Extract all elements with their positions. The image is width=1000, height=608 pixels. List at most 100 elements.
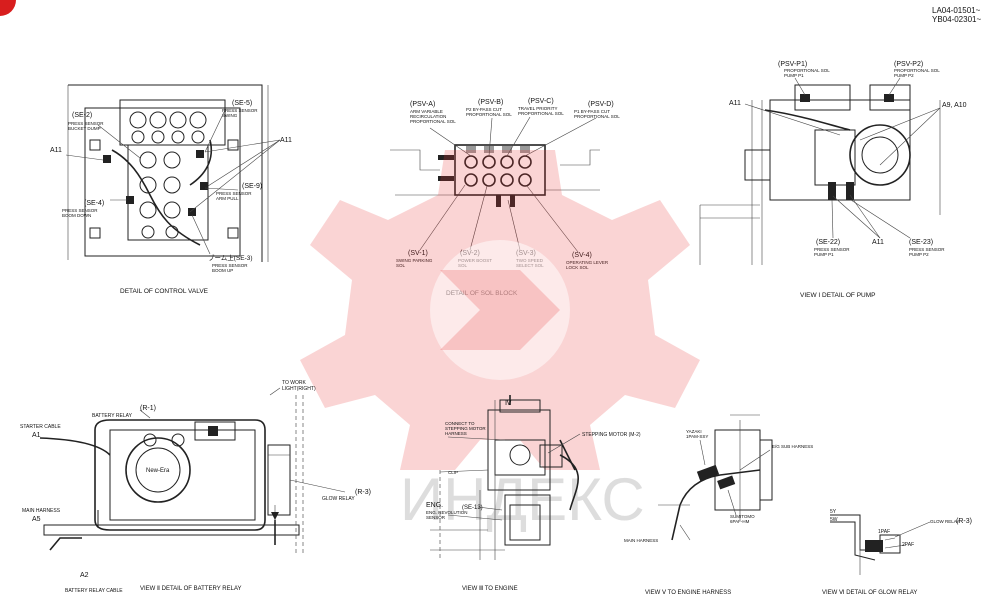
br-a1: A1 <box>32 432 41 439</box>
br-battery-relay: BATTERY RELAY <box>92 413 133 419</box>
pump-a9a10: A9, A10 <box>942 102 967 109</box>
pump-se22-desc2: PUMP P1 <box>814 252 834 257</box>
cv-se4-desc2: BOOM DOWN <box>62 213 91 218</box>
br-r1-label: (R-1) <box>140 405 156 412</box>
sol-psvc-desc1: TRAVEL PRIORITY <box>518 106 558 111</box>
sol-psvd-desc1: P1 BY-PASS CUT <box>574 109 610 114</box>
cv-se4-desc1: PRESS SENSOR <box>62 208 98 213</box>
eng-clip: CLIP <box>448 470 458 475</box>
eng-rev-sensor-1: ENG. REVOLUTION <box>426 510 468 515</box>
br-battery-relay-cable: BATTERY RELAY CABLE <box>65 588 123 594</box>
eng-se13-label: (SE-13) <box>462 505 483 511</box>
sol-psva-desc2: RECIRCULATION <box>410 114 446 119</box>
sol-sv4-desc2: LOCK SOL <box>566 265 589 270</box>
watermark-text: ИНДЕКС <box>400 466 645 533</box>
gr-glow-relay: GLOW RELAY <box>930 519 959 524</box>
sol-psva-label: (PSV-A) <box>410 101 435 108</box>
br-to-work-light-1: TO WORK <box>282 380 306 386</box>
eh-sumitomo-2: 6PAF-HM <box>730 519 750 524</box>
battery-relay-view: (R-1) BATTERY RELAY STARTER CABLE A1 MAI… <box>20 380 371 594</box>
pump-se23-desc1: PRESS SENSOR <box>909 247 945 252</box>
sol-psva-desc3: PROPORTIONAL SOL <box>410 119 456 124</box>
pump-psvp2-label: (PSV-P2) <box>894 61 923 68</box>
cv-se9-label: (SE-9) <box>242 183 262 190</box>
cv-se2-desc2: BUCKET DUMP <box>68 126 101 131</box>
sol-sv1-desc2: SOL <box>396 263 406 268</box>
glow-relay-view: (R-3) GLOW RELAY 5Y 5W 1PAF 2PAF VIEW Ⅵ … <box>822 509 972 596</box>
engine-harness-view: YAZAKI 1PAM-SSY E/G SUB HARNESS MAIN HAR… <box>624 414 813 596</box>
eng-caption: VIEW Ⅲ TO ENGINE <box>462 586 518 592</box>
sol-psvc-label: (PSV-C) <box>528 98 554 105</box>
eng-connect-3: HARNESS <box>445 431 467 436</box>
gr-2paf: 2PAF <box>902 542 914 548</box>
gr-caption: VIEW Ⅵ DETAIL OF GLOW RELAY <box>822 590 917 596</box>
cv-a11-left: A11 <box>50 147 62 154</box>
sol-sv1-label: (SV-1) <box>408 250 428 257</box>
br-glow-relay: GLOW RELAY <box>322 496 355 502</box>
gr-1paf: 1PAF <box>878 529 890 535</box>
eh-sumitomo-1: SUMITOMO <box>730 514 755 519</box>
doc-code-2: YB04-02301~ <box>932 15 981 24</box>
doc-code-1: LA04-01501~ <box>932 6 981 15</box>
br-a5: A5 <box>32 516 41 523</box>
pump-psvp1-label: (PSV-P1) <box>778 61 807 68</box>
eng-label-eng: ENG. <box>426 502 443 509</box>
cv-caption: DETAIL OF CONTROL VALVE <box>120 288 209 295</box>
eng-view-mark: Ⅳ <box>505 400 512 407</box>
watermark-gear-icon <box>300 150 700 470</box>
cv-se5-desc1: PRESS SENSOR <box>222 108 258 113</box>
br-main-harness: MAIN HARNESS <box>22 508 61 514</box>
eng-stepping-motor: STEPPING MOTOR (M-2) <box>582 432 641 438</box>
sol-psvc-desc2: PROPORTIONAL SOL <box>518 111 564 116</box>
pump-a11-top: A11 <box>729 100 741 107</box>
eng-rev-sensor-2: SENSOR <box>426 515 446 520</box>
gr-r3-label: (R-3) <box>956 518 972 525</box>
br-r3-label: (R-3) <box>355 489 371 496</box>
sol-psvd-desc2: PROPORTIONAL SOL <box>574 114 620 119</box>
sol-psvd-label: (PSV-D) <box>588 101 614 108</box>
br-starter-cable: STARTER CABLE <box>20 424 61 430</box>
gr-5y: 5Y <box>830 509 837 515</box>
sol-psva-desc1: ARM VARIABLE <box>410 109 443 114</box>
pump-psvp1-desc2: PUMP P1 <box>784 73 804 78</box>
sol-sv1-desc1: SWING PARKING <box>396 258 433 263</box>
gr-5w: 5W <box>830 517 838 523</box>
pump-psvp1-desc1: PROPORTIONAL SOL <box>784 68 830 73</box>
eh-caption: VIEW Ⅴ TO ENGINE HARNESS <box>645 590 731 596</box>
cv-se4-label: (SE-4) <box>84 200 104 207</box>
pump-a11-bottom: A11 <box>872 239 884 246</box>
cv-se3-label: ブーム上(SE-3) <box>208 253 253 262</box>
eh-yazaki-1: YAZAKI <box>686 429 702 434</box>
pump-psvp2-desc2: PUMP P2 <box>894 73 914 78</box>
sol-sv4-desc1: OPERATING LEVER <box>566 260 609 265</box>
pump-se23-label: (SE-23) <box>909 239 933 246</box>
cv-se2-desc1: PRESS SENSOR <box>68 121 104 126</box>
sol-psvb-label: (PSV-B) <box>478 99 503 106</box>
sol-psvb-desc2: PROPORTIONAL SOL <box>466 112 512 117</box>
cv-se2-label: (SE-2) <box>72 112 92 119</box>
cv-a11-right: A11 <box>280 137 292 144</box>
cv-se3-desc2: BOOM UP <box>212 268 233 273</box>
corner-logo-icon <box>0 0 16 16</box>
pump-se22-desc1: PRESS SENSOR <box>814 247 850 252</box>
eh-yazaki-2: 1PAM-SSY <box>686 434 708 439</box>
sol-sv4-label: (SV-4) <box>572 252 592 259</box>
br-a2: A2 <box>80 572 89 579</box>
cv-se5-desc2: SWING <box>222 113 238 118</box>
pump-se23-desc2: PUMP P2 <box>909 252 929 257</box>
pump-caption: VIEW I DETAIL OF PUMP <box>800 292 875 299</box>
pump-detail: (PSV-P1) PROPORTIONAL SOL PUMP P1 (PSV-P… <box>699 61 967 299</box>
br-to-work-light-2: LIGHT(RIGHT) <box>282 386 316 392</box>
control-valve-detail: (SE-2) PRESS SENSOR BUCKET DUMP (SE-5) P… <box>50 84 292 295</box>
pump-psvp2-desc1: PROPORTIONAL SOL <box>894 68 940 73</box>
br-caption: VIEW Ⅱ DETAIL OF BATTERY RELAY <box>140 586 242 592</box>
cv-se9-desc1: PRESS SENSOR <box>216 191 252 196</box>
eh-main-harness: MAIN HARNESS <box>624 538 658 543</box>
sol-psvb-desc1: P2 BY-PASS CUT <box>466 107 502 112</box>
pump-se22-label: (SE-22) <box>816 239 840 246</box>
cv-se9-desc2: ARM PULL <box>216 196 239 201</box>
eng-connect-1: CONNECT TO <box>445 421 475 426</box>
br-brand-logo: New-Era <box>146 468 170 474</box>
cv-se5-label: (SE-5) <box>232 100 252 107</box>
